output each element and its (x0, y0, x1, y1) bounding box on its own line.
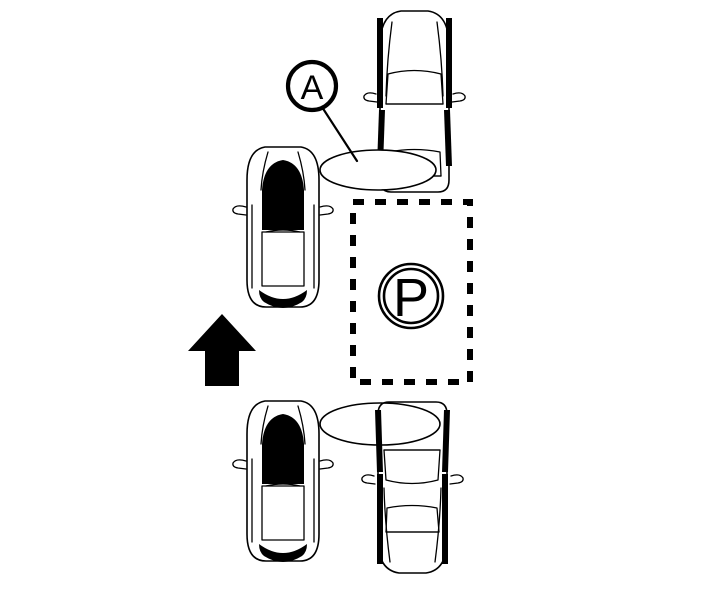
ego-vehicle-lower (232, 400, 334, 562)
callout-a-leader-line (320, 105, 359, 163)
sensor-sweep-top (319, 149, 437, 191)
callout-a-label: A (301, 69, 324, 107)
callout-a-circle (285, 59, 339, 113)
parked-vehicle-bottom (361, 401, 464, 574)
parking-symbol-inner-ring (382, 267, 440, 325)
target-parking-space[interactable]: P (350, 199, 473, 385)
ego-vehicle-upper (232, 146, 334, 308)
parking-slot-outline[interactable] (350, 199, 473, 385)
callout-a: A (285, 59, 359, 163)
travel-direction-arrow (188, 314, 256, 386)
parking-symbol-label: P (393, 268, 429, 328)
